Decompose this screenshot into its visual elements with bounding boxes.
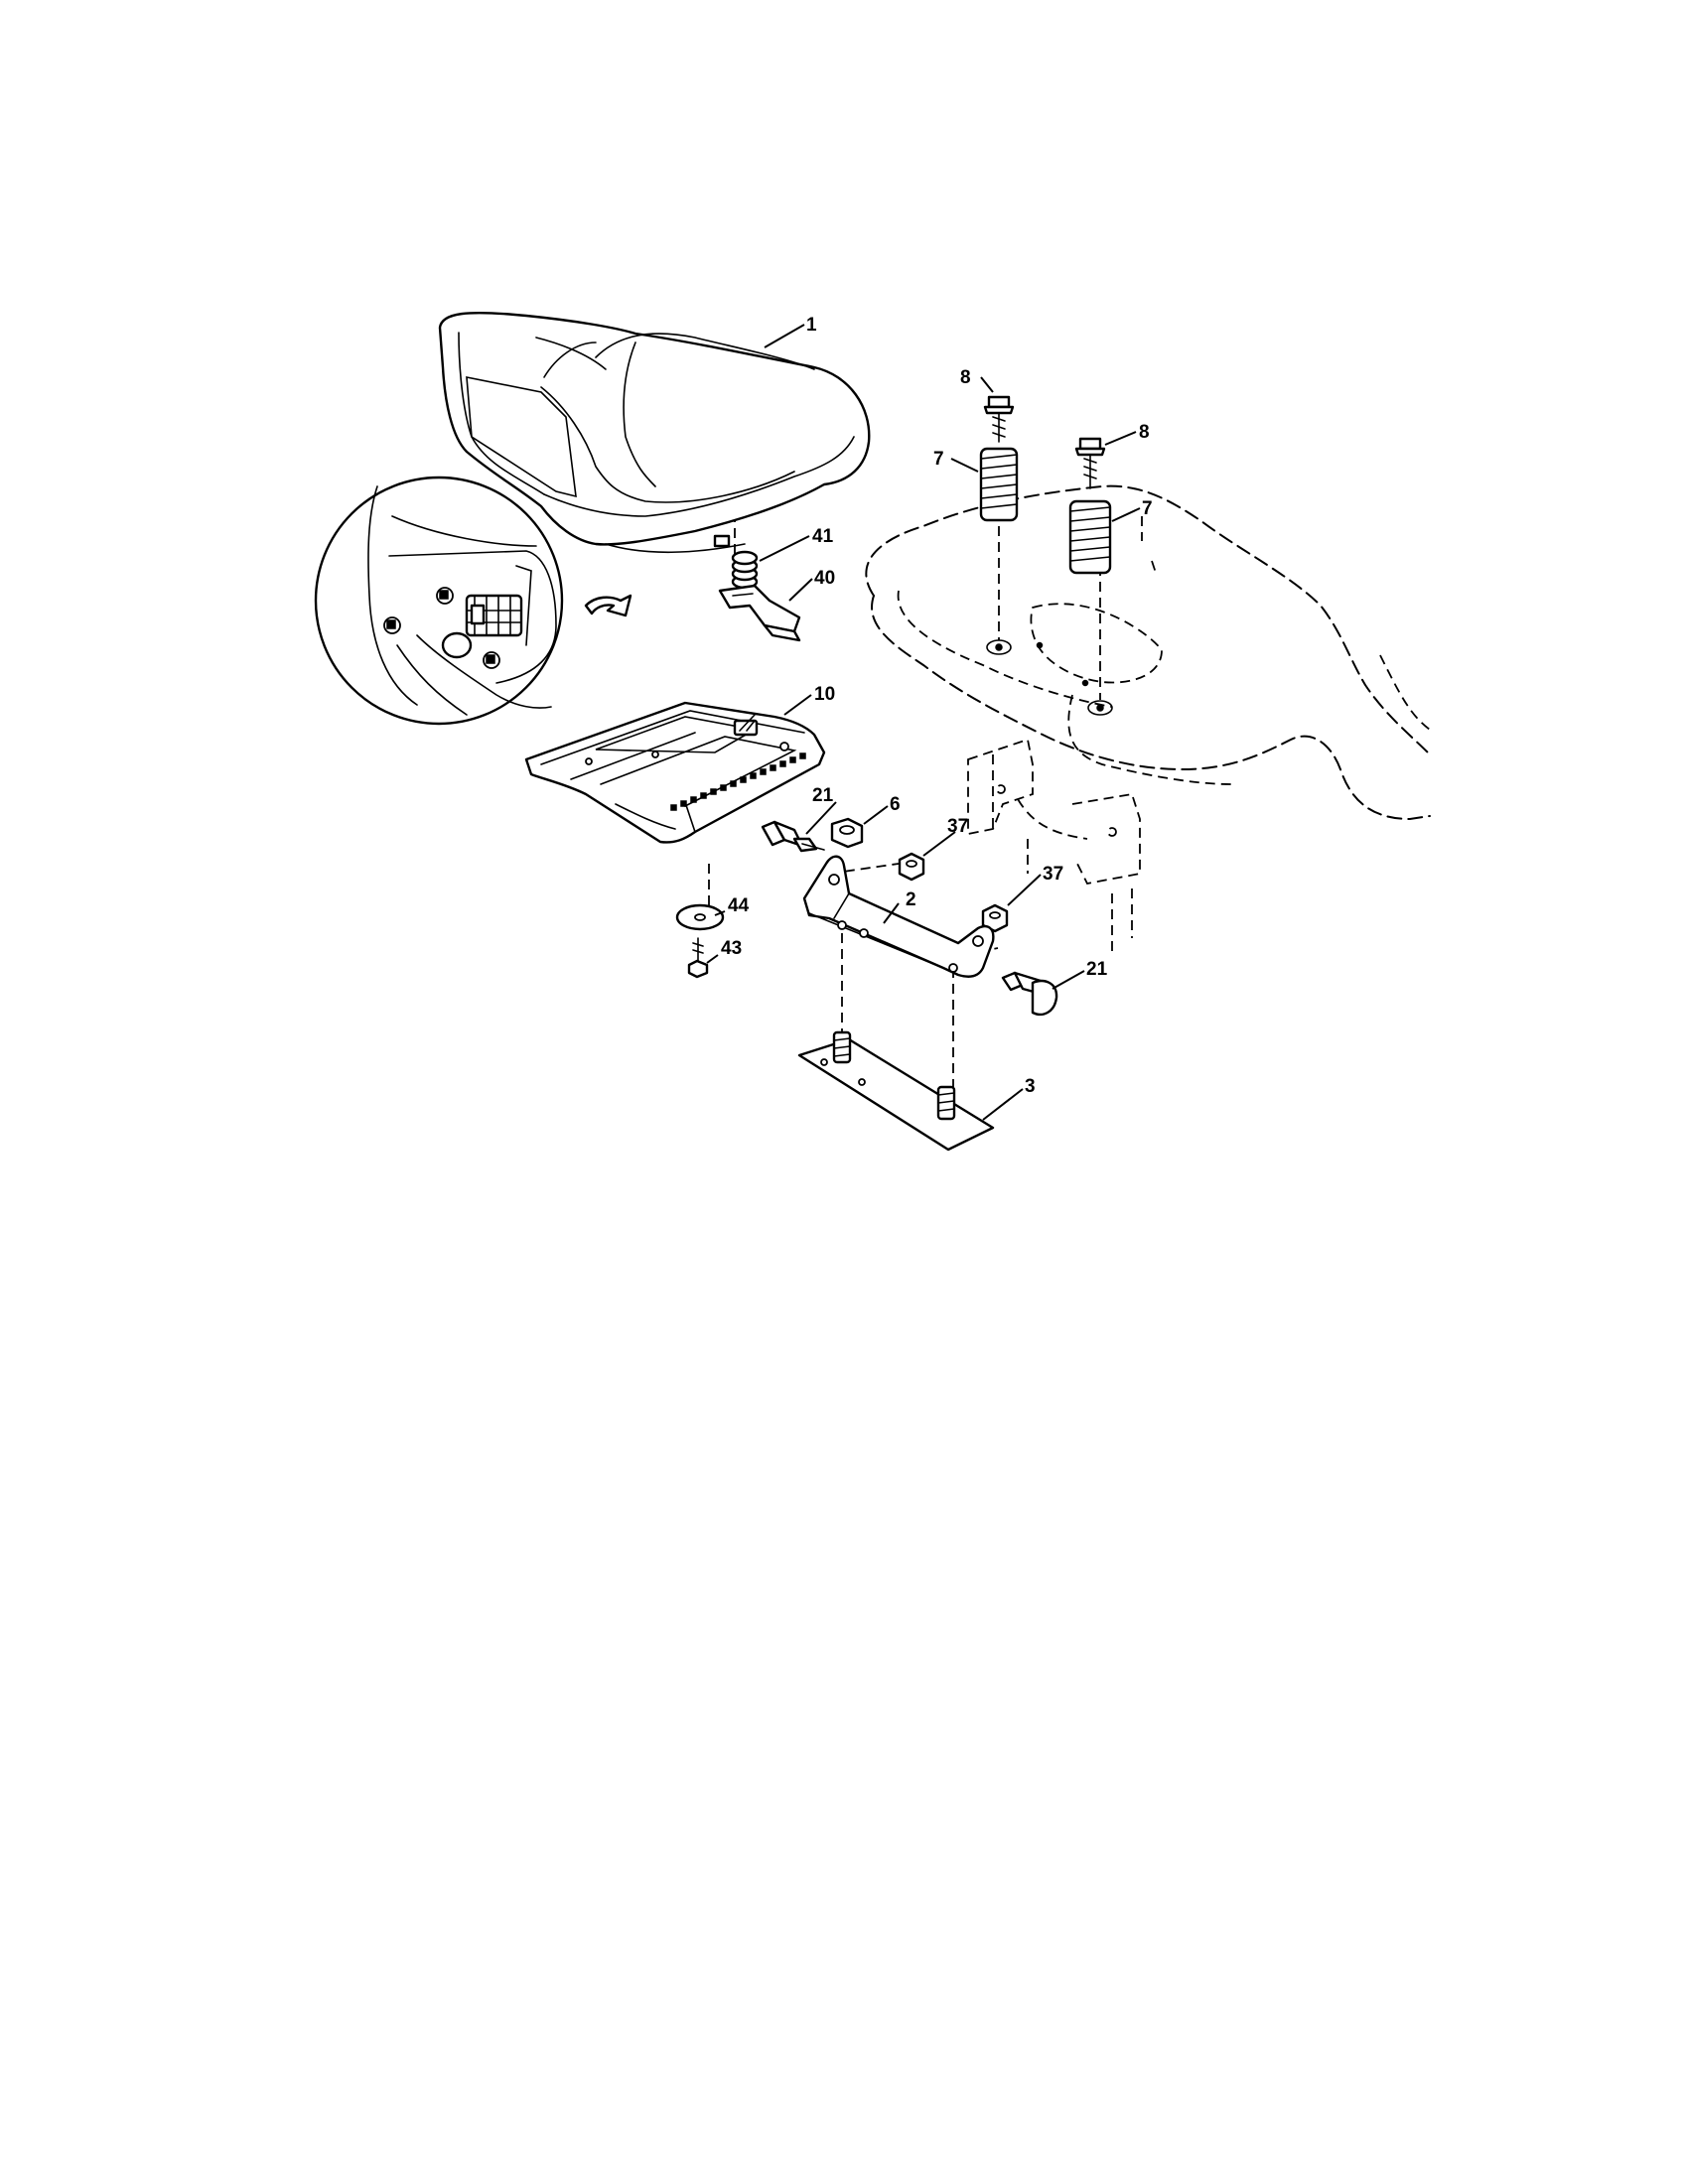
- callout-43: 43: [721, 938, 742, 959]
- flange-bolt-right: [1074, 437, 1106, 489]
- callout-7-left: 7: [933, 449, 944, 470]
- shoulder-bolt-right: [1001, 971, 1058, 1017]
- small-spring: [731, 550, 759, 590]
- screw: [687, 937, 709, 979]
- callout-1: 1: [806, 315, 817, 336]
- spring-left: [979, 447, 1019, 522]
- callout-21-left: 21: [812, 785, 834, 806]
- callout-3: 3: [1025, 1076, 1036, 1097]
- fender-outline: [865, 484, 1431, 953]
- callout-8-left: 8: [960, 367, 971, 388]
- seat-bracket: [802, 855, 995, 978]
- latch-detail-inset: [314, 476, 632, 726]
- callout-40: 40: [814, 568, 835, 589]
- callout-37-upper: 37: [947, 816, 968, 837]
- adjustment-slots: [670, 752, 806, 811]
- latch-clip: [718, 584, 801, 642]
- mount-plate: [797, 1030, 995, 1152]
- hex-nut: [830, 817, 864, 849]
- spring-right: [1068, 499, 1112, 575]
- seat: [438, 311, 871, 554]
- leader-lines: [706, 324, 1141, 1121]
- callout-21-right: 21: [1086, 959, 1108, 980]
- callout-10: 10: [814, 684, 835, 705]
- callout-6: 6: [890, 794, 901, 815]
- callout-37-lower: 37: [1043, 864, 1063, 885]
- callout-8-right: 8: [1139, 422, 1150, 443]
- callout-2: 2: [906, 889, 916, 910]
- seat-pan: [524, 701, 826, 844]
- callout-labels: 1 8 8 7 7 41 40 10 21 6 37 37 2 44 43 21…: [721, 315, 1153, 1097]
- flange-bolt-left: [983, 395, 1015, 443]
- lock-nut-upper: [898, 852, 925, 882]
- shoulder-bolt-left: [761, 820, 825, 853]
- callout-41: 41: [812, 526, 834, 547]
- callout-7-right: 7: [1142, 498, 1153, 519]
- callout-44: 44: [728, 895, 750, 916]
- washer: [675, 903, 725, 931]
